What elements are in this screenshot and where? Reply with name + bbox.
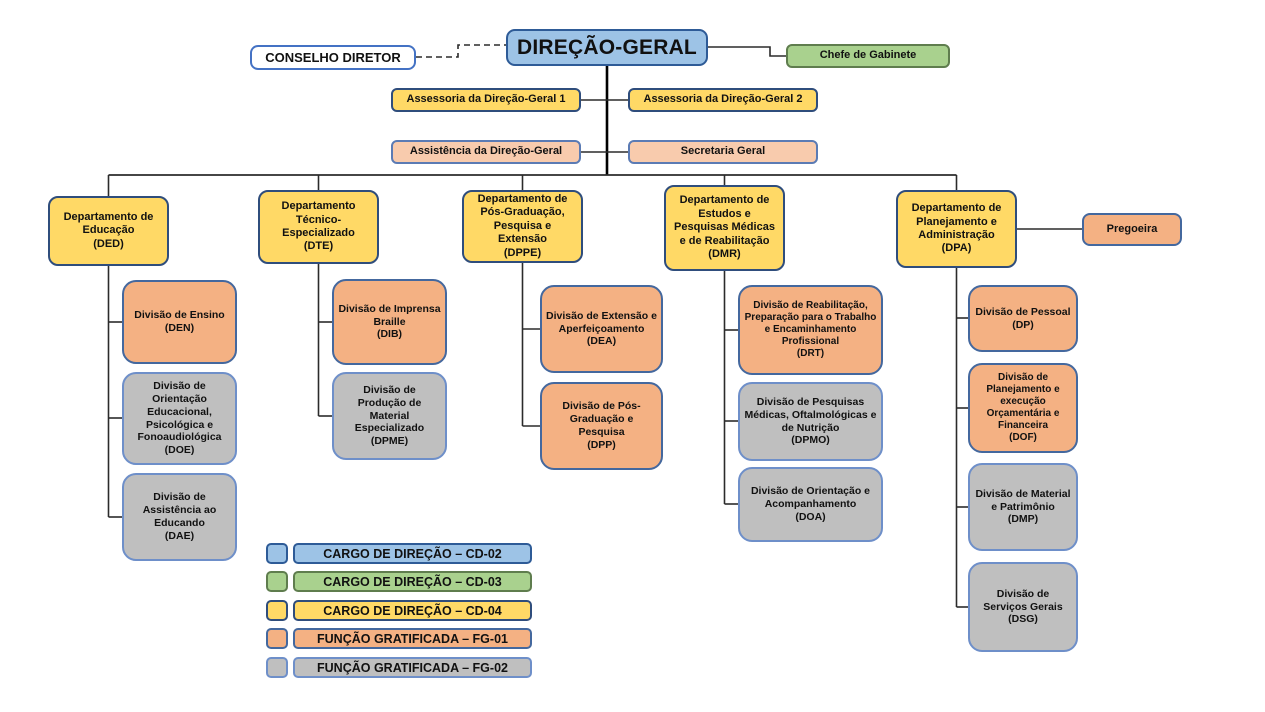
division-label: Divisão de Produção de Material Especial…: [354, 384, 425, 435]
division-label: Divisão de Serviços Gerais: [983, 587, 1063, 613]
node-div-dae: Divisão de Assistência ao Educando (DAE): [122, 473, 237, 561]
division-acronym: (DPMO): [791, 434, 830, 447]
division-acronym: (DRT): [796, 348, 825, 359]
division-label: Divisão de Pessoal: [975, 305, 1071, 318]
legend-swatch-cd02: [266, 543, 288, 564]
legend-label-cd04: CARGO DE DIREÇÃO – CD-04: [293, 600, 532, 621]
division-acronym: (DAE): [164, 529, 195, 542]
dept-acronym: (DPPE): [503, 246, 542, 259]
node-div-dp: Divisão de Pessoal (DP): [968, 285, 1078, 352]
node-div-den: Divisão de Ensino (DEN): [122, 280, 237, 364]
division-label: Divisão de Assistência ao Educando: [142, 491, 217, 529]
node-div-dsg: Divisão de Serviços Gerais (DSG): [968, 562, 1078, 652]
division-label: Divisão de Reabilitação, Preparação para…: [744, 300, 877, 347]
node-secretaria-geral: Secretaria Geral: [628, 140, 818, 164]
division-acronym: (DPP): [587, 438, 616, 451]
node-dept-dpa: Departamento de Planejamento e Administr…: [896, 190, 1017, 268]
division-acronym: (DIB): [376, 328, 403, 341]
division-label: Divisão de Imprensa Braille: [338, 302, 441, 328]
dept-acronym: (DED): [93, 237, 124, 250]
division-label: Divisão de Material e Patrimônio: [975, 487, 1071, 513]
division-label: Divisão de Ensino: [134, 309, 225, 322]
division-acronym: (DPME): [370, 435, 409, 448]
node-div-doa: Divisão de Orientação e Acompanhamento (…: [738, 467, 883, 542]
dept-acronym: (DTE): [303, 240, 334, 253]
dept-label: Departamento de Pós-Graduação, Pesquisa …: [477, 192, 568, 246]
node-div-dib: Divisão de Imprensa Braille (DIB): [332, 279, 447, 365]
node-dept-ded: Departamento de Educação (DED): [48, 196, 169, 266]
dept-acronym: (DPA): [941, 242, 972, 255]
node-assessoria-2: Assessoria da Direção-Geral 2: [628, 88, 818, 112]
node-chefe-de-gabinete: Chefe de Gabinete: [786, 44, 950, 68]
node-div-dpme: Divisão de Produção de Material Especial…: [332, 372, 447, 460]
node-dept-dppe: Departamento de Pós-Graduação, Pesquisa …: [462, 190, 583, 263]
division-acronym: (DEN): [164, 322, 195, 334]
legend-swatch-cd04: [266, 600, 288, 621]
node-pregoeira: Pregoeira: [1082, 213, 1182, 246]
division-acronym: (DP): [1012, 318, 1034, 331]
dept-label: Departamento de Estudos e Pesquisas Médi…: [674, 194, 775, 247]
node-div-dea: Divisão de Extensão e Aperfeiçoamento (D…: [540, 285, 663, 373]
division-label: Divisão de Planejamento e execução Orçam…: [986, 372, 1060, 431]
dept-acronym: (DMR): [708, 248, 741, 261]
node-div-dpp: Divisão de Pós-Graduação e Pesquisa (DPP…: [540, 382, 663, 470]
division-label: Divisão de Orientação Educacional, Psico…: [137, 380, 222, 444]
dept-label: Departamento Técnico-Especializado: [281, 200, 356, 239]
legend-swatch-fg01: [266, 628, 288, 649]
division-acronym: (DOF): [1009, 432, 1037, 443]
legend-label-cd02: CARGO DE DIREÇÃO – CD-02: [293, 543, 532, 564]
division-label: Divisão de Orientação e Acompanhamento: [750, 485, 871, 511]
legend-swatch-fg02: [266, 657, 288, 678]
node-div-dof: Divisão de Planejamento e execução Orçam…: [968, 363, 1078, 453]
node-conselho-diretor: CONSELHO DIRETOR: [250, 45, 416, 70]
legend-label-fg02: FUNÇÃO GRATIFICADA – FG-02: [293, 657, 532, 678]
node-div-dpmo: Divisão de Pesquisas Médicas, Oftalmológ…: [738, 382, 883, 461]
node-assessoria-1: Assessoria da Direção-Geral 1: [391, 88, 581, 112]
division-label: Divisão de Pesquisas Médicas, Oftalmológ…: [744, 395, 877, 434]
node-div-dmp: Divisão de Material e Patrimônio (DMP): [968, 463, 1078, 551]
division-acronym: (DOA): [795, 510, 826, 523]
node-dept-dte: Departamento Técnico-Especializado (DTE): [258, 190, 379, 264]
node-assistencia: Assistência da Direção-Geral: [391, 140, 581, 164]
division-acronym: (DSG): [1008, 613, 1038, 626]
division-label: Divisão de Pós-Graduação e Pesquisa: [562, 400, 641, 438]
division-label: Divisão de Extensão e Aperfeiçoamento: [546, 309, 657, 335]
node-div-doe: Divisão de Orientação Educacional, Psico…: [122, 372, 237, 465]
division-acronym: (DMP): [1007, 513, 1039, 526]
division-acronym: (DOE): [164, 444, 195, 457]
legend-label-fg01: FUNÇÃO GRATIFICADA – FG-01: [293, 628, 532, 649]
node-direcao-geral: DIREÇÃO-GERAL: [506, 29, 708, 66]
legend-swatch-cd03: [266, 571, 288, 592]
dept-label: Departamento de Educação: [63, 210, 154, 237]
dept-label: Departamento de Planejamento e Administr…: [911, 202, 1002, 241]
legend-label-cd03: CARGO DE DIREÇÃO – CD-03: [293, 571, 532, 592]
node-div-drt: Divisão de Reabilitação, Preparação para…: [738, 285, 883, 375]
node-dept-dmr: Departamento de Estudos e Pesquisas Médi…: [664, 185, 785, 271]
division-acronym: (DEA): [586, 335, 617, 348]
